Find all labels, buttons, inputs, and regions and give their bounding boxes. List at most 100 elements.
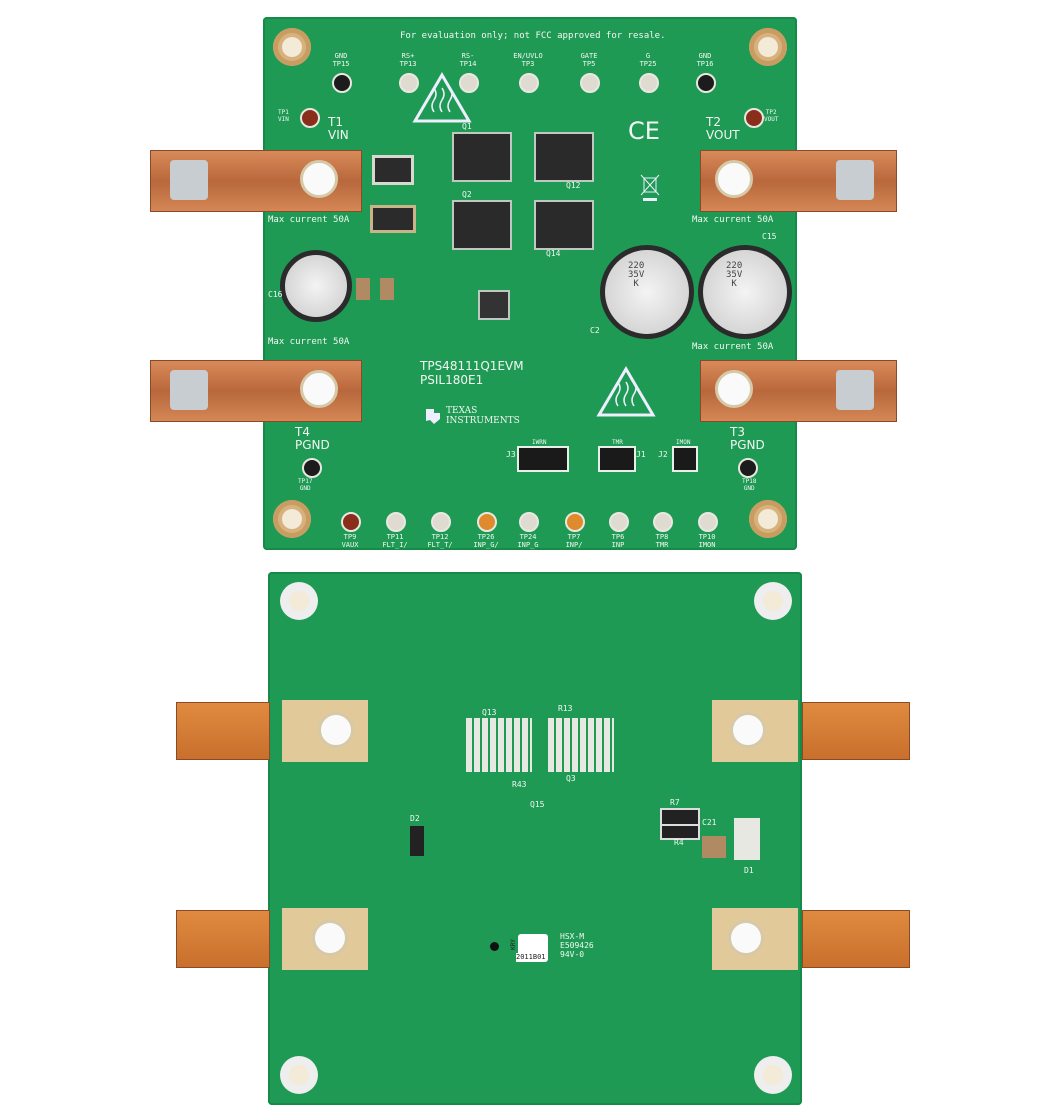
- test-point-label: G TP25: [639, 52, 657, 68]
- test-point[interactable]: [431, 512, 451, 532]
- diode-d1: [734, 818, 760, 860]
- evm-name: TPS48111Q1EVM: [420, 359, 524, 373]
- capacitor-c15: [698, 245, 792, 339]
- ul-marking: HSX-M E509426 94V-0: [560, 932, 594, 959]
- test-point[interactable]: [580, 73, 600, 93]
- ref-q3: Q3: [566, 774, 576, 783]
- mosfet-q2: [452, 200, 512, 250]
- weee-bin-icon: [640, 174, 660, 201]
- lug-hole: [318, 712, 354, 748]
- ref-q1: Q1: [462, 122, 472, 131]
- test-point-label: TP9 VAUX: [341, 533, 359, 549]
- test-point[interactable]: [332, 73, 352, 93]
- test-point[interactable]: [519, 512, 539, 532]
- lug-hole: [715, 370, 753, 408]
- terminal-lug: [802, 702, 910, 760]
- ref-r7: R7: [670, 798, 680, 807]
- ce-mark: CE: [628, 117, 660, 145]
- pcb-id: PSIL180E1: [420, 373, 484, 387]
- test-point[interactable]: [399, 73, 419, 93]
- test-point-tp2[interactable]: [744, 108, 764, 128]
- test-point-tp1[interactable]: [300, 108, 320, 128]
- tp17-label: TP17 GND: [298, 478, 313, 492]
- test-point-label: TP8 TMR: [655, 533, 669, 549]
- shunt-resistor: [370, 205, 416, 233]
- mounting-hole: [749, 28, 787, 66]
- brand-name: TEXAS INSTRUMENTS: [446, 406, 520, 426]
- ref-q13: Q13: [482, 708, 497, 717]
- lug-hole: [300, 370, 338, 408]
- header-j3[interactable]: [517, 446, 569, 472]
- test-point-label: TP11 FLT_I/: [382, 533, 408, 549]
- header-iwrn-label: IWRN: [532, 439, 547, 446]
- test-point-label: TP12 FLT_T/: [427, 533, 453, 549]
- test-point[interactable]: [698, 512, 718, 532]
- mounting-hole: [273, 28, 311, 66]
- mosfet-q13-pads: [466, 718, 532, 772]
- test-point[interactable]: [386, 512, 406, 532]
- test-point[interactable]: [609, 512, 629, 532]
- ref-c2: C2: [590, 326, 600, 335]
- terminal-t3-label: T3 PGND: [730, 425, 765, 452]
- test-point-label: GND TP15: [332, 52, 350, 68]
- header-imon-label: IMON: [676, 439, 691, 446]
- controller-ic: [478, 290, 510, 320]
- cap-marking: 220 35V K: [628, 261, 645, 289]
- terminal-t2-label: T2 VOUT: [706, 115, 740, 142]
- mounting-hole: [273, 500, 311, 538]
- capacitor-c21: [702, 836, 726, 858]
- test-point-label: TP10 IMON: [698, 533, 716, 549]
- header-tmr-label: TMR: [612, 439, 623, 446]
- screw-icon: [836, 370, 874, 410]
- max-current-label: Max current 50A: [268, 337, 350, 347]
- terminal-lug: [176, 910, 270, 968]
- ref-q2: Q2: [462, 190, 472, 199]
- mosfet-q14: [534, 200, 594, 250]
- tp18-label: TP18 GND: [742, 478, 757, 492]
- ref-r4: R4: [674, 838, 684, 847]
- test-point-label: RS- TP14: [459, 52, 477, 68]
- header-j3-label: J3: [506, 450, 516, 459]
- mosfet-q1: [452, 132, 512, 182]
- ref-c21: C21: [702, 818, 717, 827]
- ref-d1: D1: [744, 866, 754, 875]
- ti-logo-icon: [426, 409, 440, 424]
- test-point[interactable]: [696, 73, 716, 93]
- fcc-notice: For evaluation only; not FCC approved fo…: [400, 31, 666, 41]
- header-j2[interactable]: [672, 446, 698, 472]
- code-tag: KRY: [509, 939, 517, 950]
- screw-icon: [170, 160, 208, 200]
- ref-q15: Q15: [530, 800, 545, 809]
- test-point-label: GND TP16: [696, 52, 714, 68]
- ref-d2: D2: [410, 814, 420, 823]
- max-current-label: Max current 50A: [692, 215, 774, 225]
- test-point-label: TP6 INP: [611, 533, 625, 549]
- test-point[interactable]: [565, 512, 585, 532]
- test-point[interactable]: [639, 73, 659, 93]
- test-point[interactable]: [653, 512, 673, 532]
- test-point[interactable]: [477, 512, 497, 532]
- header-j1[interactable]: [598, 446, 636, 472]
- resistor-r4: [660, 824, 700, 840]
- mosfet-q3-pads: [548, 718, 614, 772]
- lug-hole: [300, 160, 338, 198]
- ref-r43: R43: [512, 780, 527, 789]
- capacitor-c18: [380, 278, 394, 300]
- mosfet-q12: [534, 132, 594, 182]
- lug-hole: [728, 920, 764, 956]
- test-point-tp18[interactable]: [738, 458, 758, 478]
- diode-d2: [410, 826, 424, 856]
- lug-hole: [312, 920, 348, 956]
- max-current-label: Max current 50A: [692, 342, 774, 352]
- ref-c16: C16: [268, 290, 283, 299]
- terminal-t1-label: T1 VIN: [328, 115, 349, 142]
- test-point[interactable]: [341, 512, 361, 532]
- mounting-hole: [754, 582, 792, 620]
- test-point-tp17[interactable]: [302, 458, 322, 478]
- test-point[interactable]: [519, 73, 539, 93]
- test-point[interactable]: [459, 73, 479, 93]
- test-point-label: EN/UVLO TP3: [513, 52, 543, 68]
- cap-marking: 220 35V K: [726, 261, 743, 289]
- screw-icon: [836, 160, 874, 200]
- fiducial: [490, 942, 499, 951]
